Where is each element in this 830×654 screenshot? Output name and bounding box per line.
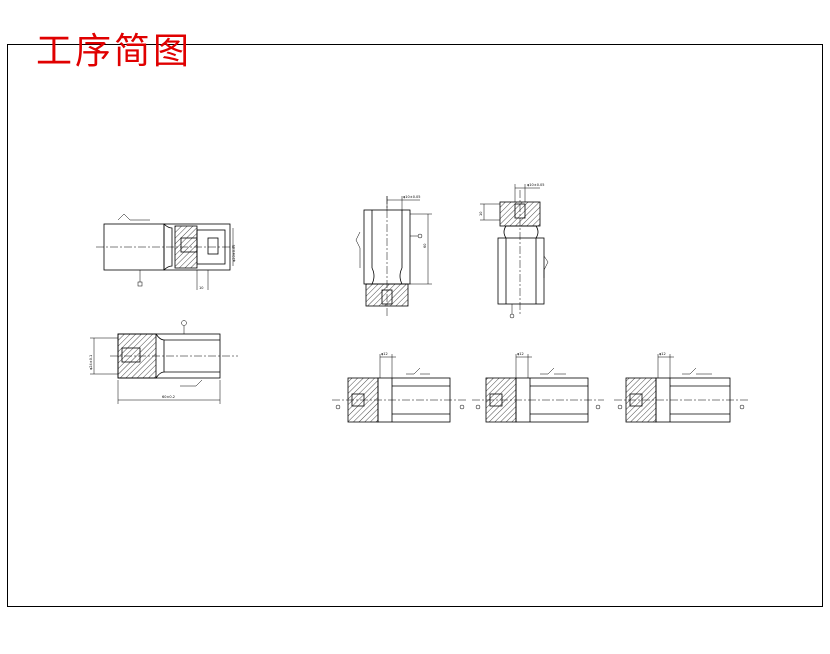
- op7-dim-top: φ12: [659, 352, 666, 356]
- op7-figure: φ12: [614, 352, 748, 423]
- op2-dim-left: φ24±0.1: [89, 355, 93, 370]
- op3-dim-top: φ10±0.05: [403, 195, 421, 199]
- op4-figure: φ10±0.05 10: [479, 183, 549, 319]
- drawing-frame: [7, 44, 823, 607]
- sheet-title: 工序简图: [36, 31, 193, 72]
- op6-dim-top: φ12: [517, 352, 524, 356]
- op6-figure: φ12: [472, 352, 604, 423]
- op5-figure: φ12: [332, 352, 468, 423]
- op1-dim-bottom: 10: [199, 286, 203, 290]
- op4-dim-left: 10: [479, 212, 483, 216]
- op2-chuck-section: [117, 333, 157, 379]
- op1-dim-right: φ20±0.05: [232, 245, 236, 263]
- op2-figure: φ24±0.1 60±0.2: [89, 320, 238, 404]
- op2-dim-bottom: 60±0.2: [162, 395, 175, 399]
- op3-dim-right: 60: [423, 244, 427, 248]
- op3-figure: φ10±0.05 60: [355, 195, 432, 318]
- op5-dim-top: φ12: [381, 352, 388, 356]
- op1-figure: φ20±0.05 10: [96, 213, 236, 290]
- op4-dim-top: φ10±0.05: [527, 183, 545, 187]
